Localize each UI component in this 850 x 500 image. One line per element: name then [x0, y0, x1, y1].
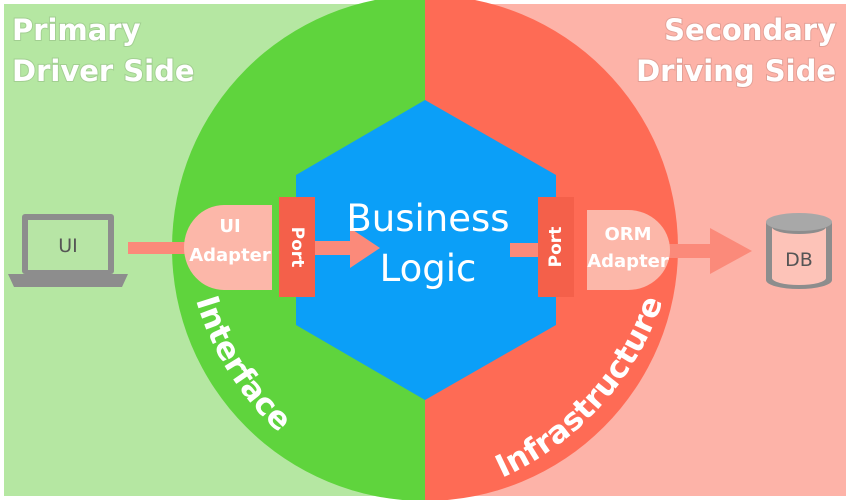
ui-device-label: UI [58, 235, 78, 257]
primary-side-title-line2: Driver Side [12, 54, 195, 88]
laptop-icon [8, 214, 128, 287]
primary-side-title-line1: Primary [12, 13, 141, 47]
ui-adapter [184, 205, 272, 290]
right-arrow [668, 228, 752, 274]
database-icon [766, 213, 832, 289]
left-port-label: Port [287, 227, 307, 268]
orm-adapter-label-line1: ORM [604, 224, 651, 245]
secondary-side-title-line2: Driving Side [636, 54, 836, 88]
secondary-side-title-line1: Secondary [664, 13, 836, 47]
right-port-label: Port [546, 227, 566, 268]
ui-connector-line [128, 242, 188, 254]
ui-adapter-label-line1: UI [219, 216, 240, 237]
orm-adapter-label-line2: Adapter [587, 251, 669, 272]
db-device-label: DB [785, 249, 813, 271]
left-port [279, 197, 315, 297]
ui-adapter-label-line2: Adapter [189, 245, 271, 266]
business-logic-title-line1: Business [346, 197, 509, 240]
business-logic-title-line2: Logic [380, 247, 477, 290]
left-arrow [314, 228, 380, 268]
business-logic-hexagon [296, 100, 556, 400]
right-connector-stub [510, 243, 540, 257]
orm-adapter [587, 210, 670, 290]
right-port [538, 197, 574, 297]
